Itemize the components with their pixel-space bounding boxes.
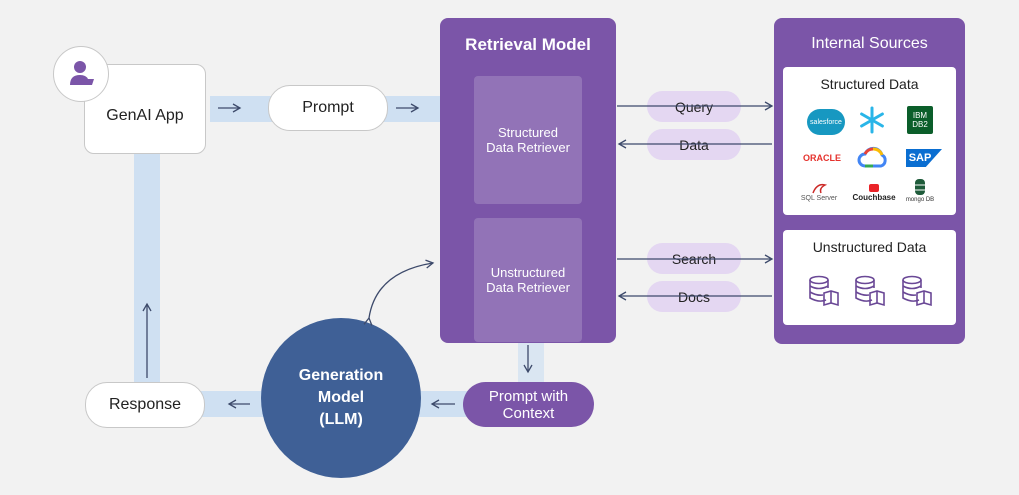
- unstructured-data-title: Unstructured Data: [812, 239, 927, 255]
- flow-band-left-vertical: [134, 150, 160, 390]
- llm-line-1: Generation: [298, 367, 384, 384]
- arrow-llm-retrieval-curve: [363, 259, 435, 326]
- unstructured-retriever-line-1: Unstructured: [490, 265, 566, 280]
- prompt-with-context-pill: Prompt with Context: [463, 382, 594, 427]
- database-docs-icon: [900, 274, 934, 308]
- structured-data-retriever: Structured Data Retriever: [474, 76, 582, 204]
- response-pill[interactable]: Response: [85, 382, 205, 428]
- data-label: Data: [679, 136, 709, 153]
- database-docs-icon: [807, 274, 841, 308]
- google-cloud-logo: [857, 146, 889, 170]
- structured-data-title: Structured Data: [820, 76, 919, 92]
- genai-app-label: GenAI App: [106, 107, 184, 124]
- internal-sources-panel: Internal Sources Structured Data salesfo…: [774, 18, 965, 344]
- prompt-label: Prompt: [302, 99, 354, 116]
- structured-retriever-line-2: Data Retriever: [486, 140, 570, 155]
- salesforce-logo: salesforce: [807, 109, 845, 135]
- retrieval-model-title: Retrieval Model: [465, 35, 591, 54]
- search-label: Search: [671, 250, 717, 267]
- couchbase-logo: Couchbase: [849, 179, 899, 205]
- retrieval-model-panel: Retrieval Model Structured Data Retrieve…: [440, 18, 616, 343]
- search-pill: Search: [647, 243, 741, 274]
- docs-pill: Docs: [647, 281, 741, 312]
- docs-label: Docs: [678, 288, 710, 305]
- ibm-db2-logo: IBM DB2: [907, 106, 933, 134]
- llm-line-3: (LLM): [319, 411, 363, 428]
- response-label: Response: [108, 396, 182, 413]
- internal-sources-title: Internal Sources: [811, 35, 928, 52]
- unstructured-retriever-line-2: Data Retriever: [486, 280, 570, 295]
- structured-retriever-line-1: Structured: [498, 125, 558, 140]
- unstructured-data-retriever: Unstructured Data Retriever: [474, 218, 582, 342]
- snowflake-logo: [857, 105, 887, 135]
- prompt-context-line-1: Prompt with: [488, 387, 569, 405]
- prompt-context-line-2: Context: [502, 404, 555, 422]
- database-docs-icon: [853, 274, 887, 308]
- llm-line-2: Model: [317, 389, 365, 406]
- mongodb-logo: mongo DB: [905, 175, 935, 205]
- query-label: Query: [674, 98, 714, 115]
- sql-server-logo: SQL Server: [797, 179, 841, 205]
- data-pill: Data: [647, 129, 741, 160]
- generation-model-circle: Generation Model (LLM): [261, 318, 421, 478]
- user-icon: [53, 46, 109, 102]
- oracle-logo: ORACLE: [803, 153, 841, 163]
- unstructured-data-card: Unstructured Data: [783, 230, 956, 325]
- sap-logo: SAP: [906, 149, 942, 167]
- structured-data-card: Structured Data salesforce IBM DB2 ORACL…: [783, 67, 956, 215]
- query-pill: Query: [647, 91, 741, 122]
- prompt-pill[interactable]: Prompt: [268, 85, 388, 131]
